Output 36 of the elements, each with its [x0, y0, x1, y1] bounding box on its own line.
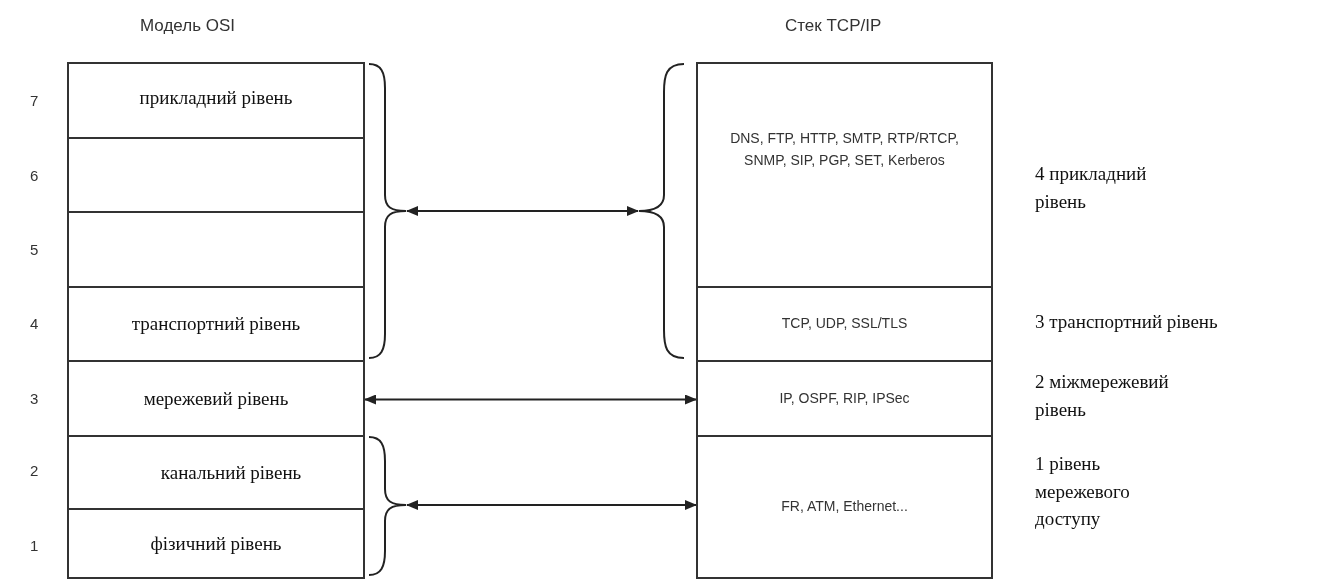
double-arrow [406, 500, 697, 510]
layer-box [67, 360, 365, 437]
layer-caption: 2 міжмережевий рівень [1035, 370, 1170, 422]
layer-number: 4 [30, 315, 39, 332]
layer-box [67, 137, 365, 213]
layer-number: 6 [30, 167, 39, 184]
layer-number: 7 [30, 92, 39, 109]
column-heading: Модель OSI [140, 16, 236, 36]
layer-name: прикладний рівень [139, 86, 293, 110]
protocol-list: TCP, UDP, SSL/TLS [781, 313, 908, 335]
layer-number: 5 [30, 241, 39, 258]
double-arrow [364, 394, 697, 405]
column-heading: Стек TCP/IP [785, 16, 882, 36]
layer-number: 3 [30, 390, 39, 407]
layer-caption: 1 рівень мережевого доступу [1035, 452, 1131, 532]
layer-box [67, 62, 365, 139]
layer-number: 2 [30, 462, 39, 479]
layer-name: канальний рівень [159, 461, 302, 484]
layer-caption: 4 прикладний рівень [1035, 162, 1148, 214]
layer-box [696, 360, 993, 437]
layer-caption: 3 транспортний рівень [1035, 310, 1219, 334]
layer-box [67, 508, 365, 579]
protocol-list: IP, OSPF, RIP, IPSec [779, 387, 910, 410]
layer-name: транспортний рівень [131, 313, 301, 335]
layer-box [67, 211, 365, 288]
double-arrow [406, 206, 639, 216]
layer-box [696, 435, 993, 579]
layer-name: мережевий рівень [143, 387, 289, 410]
layer-box [696, 62, 993, 288]
layer-name: фізичний рівень [150, 532, 282, 555]
layer-number: 1 [30, 537, 39, 554]
protocol-list: FR, ATM, Ethernet... [781, 496, 908, 518]
layer-box [67, 286, 365, 362]
protocol-list: DNS, FTP, HTTP, SMTP, RTP/RTCP, SNMP, SIP, PGP, SET, Kerberos [729, 128, 960, 222]
layer-box [696, 286, 993, 362]
layer-box [67, 435, 365, 510]
